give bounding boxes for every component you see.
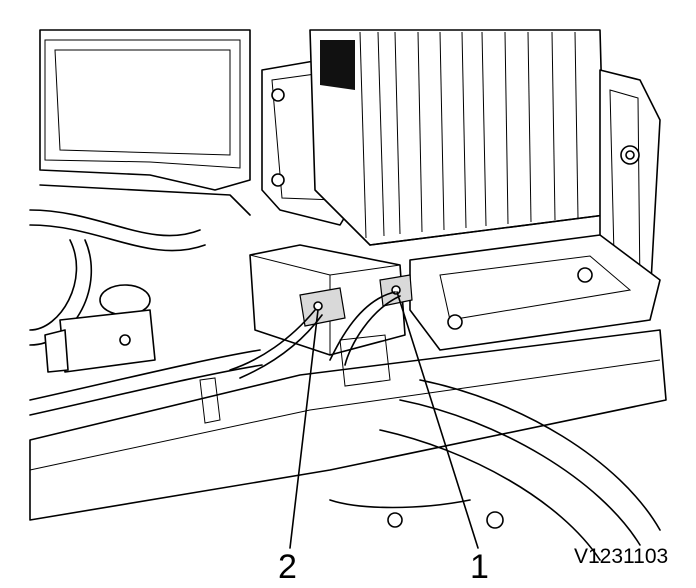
cooler-core <box>309 29 606 246</box>
cross-member <box>29 329 667 521</box>
callout-2-label: 2 <box>278 548 297 586</box>
upper-left-housing <box>39 29 251 216</box>
electrical-box <box>249 244 413 356</box>
hoses-left <box>29 209 263 416</box>
leader-line-1 <box>396 291 479 549</box>
figure-reference-code: V1231103 <box>574 545 668 568</box>
leader-line-2 <box>289 309 319 549</box>
callout-1-label: 1 <box>470 548 489 586</box>
lower-engine-area <box>329 379 661 561</box>
lower-frame-plate <box>409 234 661 351</box>
wiring <box>229 291 401 379</box>
